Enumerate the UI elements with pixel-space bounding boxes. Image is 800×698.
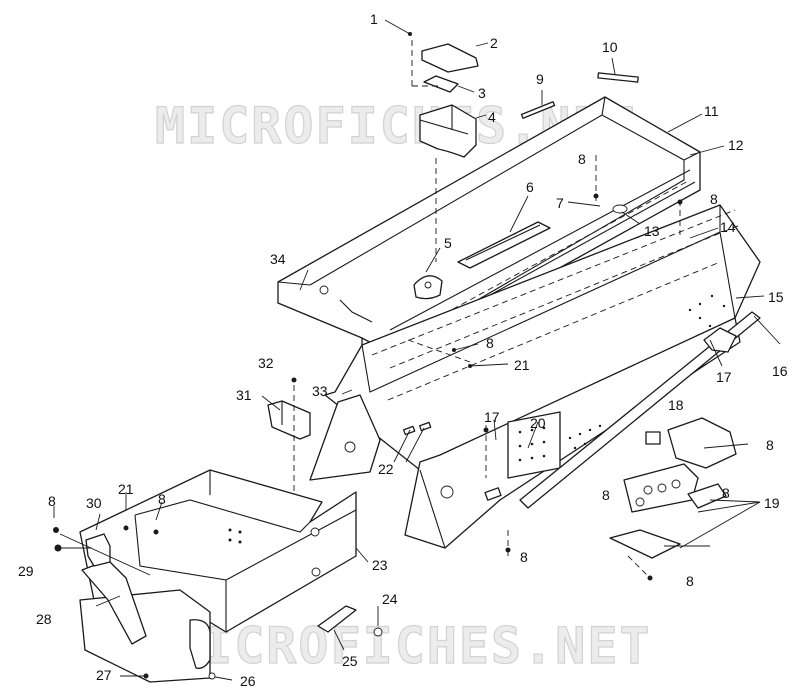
callout-7: 7 <box>556 195 564 211</box>
assembly-lines <box>407 40 681 579</box>
callout-20: 20 <box>530 415 546 431</box>
slot-22b <box>418 421 432 432</box>
callout-21-b: 21 <box>118 481 134 497</box>
callout-9: 9 <box>536 71 544 87</box>
footwell-tray <box>59 469 357 683</box>
bracket-25 <box>317 605 357 633</box>
callout-8-d: 8 <box>766 437 774 453</box>
callout-8-e: 8 <box>48 493 56 509</box>
seat-cushion-parts <box>419 43 639 262</box>
callout-16: 16 <box>772 363 788 379</box>
callout-8-a: 8 <box>578 151 586 167</box>
side-panel-33 <box>309 394 381 481</box>
bracket-19c <box>609 529 681 559</box>
bracket-31 <box>267 400 311 440</box>
callout-4: 4 <box>488 109 496 125</box>
clip-13 <box>612 204 628 214</box>
callout-2: 2 <box>490 35 498 51</box>
callout-32: 32 <box>258 355 274 371</box>
callout-8-h: 8 <box>722 485 730 501</box>
callout-34: 34 <box>270 251 286 267</box>
center-rib-strip <box>457 221 551 269</box>
callout-17-a: 17 <box>716 369 732 385</box>
callout-30: 30 <box>86 495 102 511</box>
callout-12: 12 <box>728 137 744 153</box>
callout-3: 3 <box>478 85 486 101</box>
callout-8-i: 8 <box>520 549 528 565</box>
rail-bracket-17 <box>703 327 737 353</box>
watermark-bottom: MICROFICHES.NET <box>170 617 652 675</box>
rail-bar <box>519 311 761 509</box>
callout-19: 19 <box>764 495 780 511</box>
callout-15: 15 <box>768 289 784 305</box>
callout-14: 14 <box>720 219 736 235</box>
callout-28: 28 <box>36 611 52 627</box>
callout-8-c: 8 <box>486 335 494 351</box>
seat-base-tray <box>277 96 701 373</box>
callout-8-g: 8 <box>602 487 610 503</box>
callout-8-b: 8 <box>710 191 718 207</box>
callout-labels: 1 2 3 4 5 6 7 8 8 8 8 8 8 8 8 8 8 9 10 1… <box>18 11 788 689</box>
pad-3 <box>423 75 459 93</box>
pedal-mount-30 <box>85 533 111 567</box>
callout-27: 27 <box>96 667 112 683</box>
right-brackets <box>609 417 737 559</box>
callout-13: 13 <box>644 223 660 239</box>
slot-22a <box>402 425 416 436</box>
callout-25: 25 <box>342 653 358 669</box>
callout-33: 33 <box>312 383 328 399</box>
main-frame-body <box>324 204 761 549</box>
pad-2 <box>421 43 479 73</box>
strip-10 <box>597 72 639 83</box>
tray-bolt-hole <box>319 285 329 295</box>
fasteners <box>53 32 683 680</box>
box-4 <box>419 104 477 158</box>
callout-1: 1 <box>370 11 378 27</box>
bracket-19b <box>687 483 727 509</box>
callout-17-b: 17 <box>484 409 500 425</box>
callout-5: 5 <box>444 235 452 251</box>
callout-6: 6 <box>526 179 534 195</box>
callout-8-j: 8 <box>686 573 694 589</box>
callout-31: 31 <box>236 387 252 403</box>
tray-holes <box>228 528 242 544</box>
callout-24: 24 <box>382 591 398 607</box>
callout-18: 18 <box>668 397 684 413</box>
callout-11: 11 <box>704 103 719 119</box>
callout-26: 26 <box>240 673 256 689</box>
box-18 <box>667 417 737 469</box>
callout-8-f: 8 <box>158 491 166 507</box>
callout-29: 29 <box>18 563 34 579</box>
leader-lines <box>53 19 781 681</box>
strip-9 <box>520 101 556 119</box>
callout-10: 10 <box>602 39 618 55</box>
callout-21-a: 21 <box>514 357 530 373</box>
callout-22: 22 <box>378 461 394 477</box>
callout-23: 23 <box>372 557 388 573</box>
panel-holes <box>518 426 546 462</box>
